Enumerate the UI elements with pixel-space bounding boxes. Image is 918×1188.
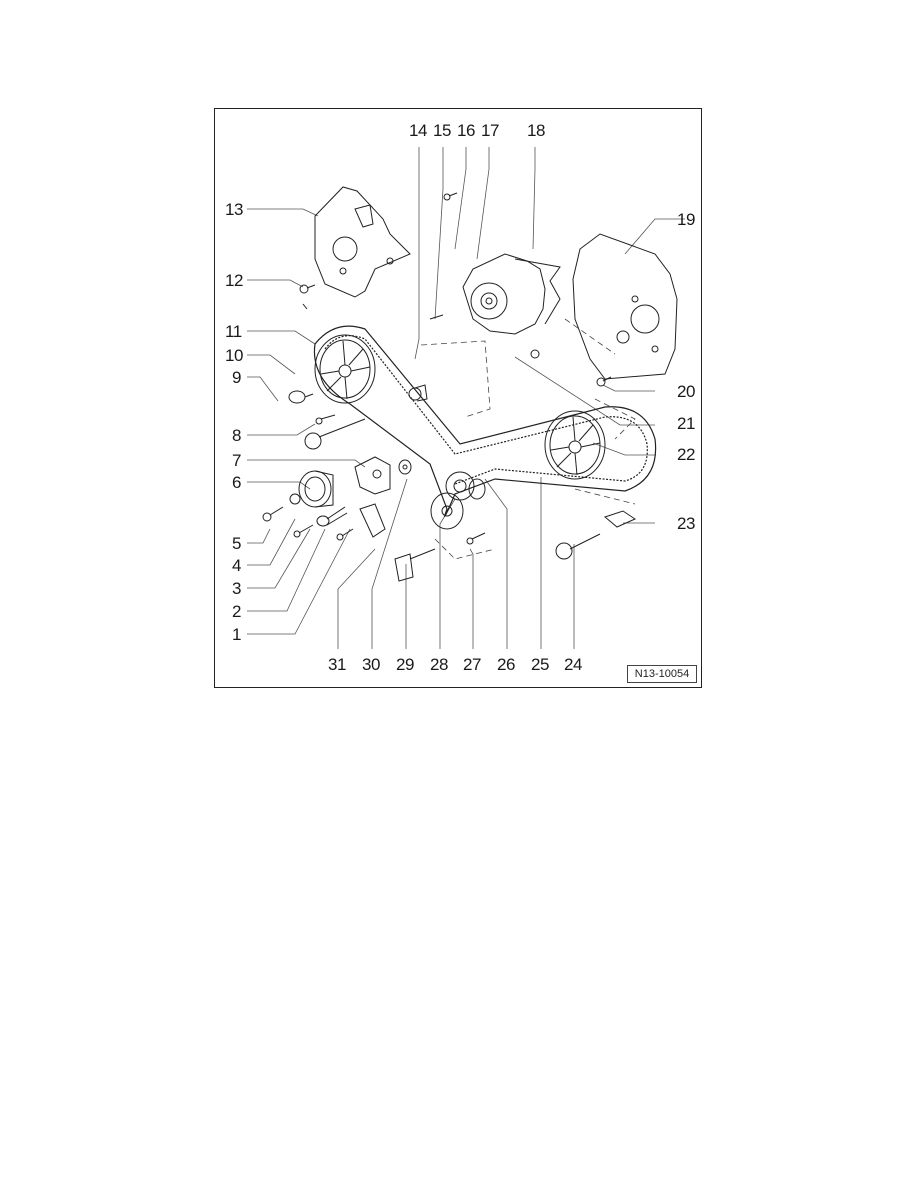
callout-16: 16 bbox=[457, 121, 475, 140]
callout-27: 27 bbox=[463, 655, 481, 674]
callout-17: 17 bbox=[481, 121, 499, 140]
callout-14: 14 bbox=[409, 121, 427, 140]
callout-15: 15 bbox=[433, 121, 451, 140]
washer-30 bbox=[398, 459, 412, 475]
callout-31: 31 bbox=[328, 655, 346, 674]
callout-1: 1 bbox=[232, 625, 241, 644]
callout-10: 10 bbox=[225, 346, 243, 365]
callout-3: 3 bbox=[232, 579, 241, 598]
tensioner-bracket bbox=[354, 456, 391, 495]
callout-4: 4 bbox=[232, 556, 241, 575]
callout-7: 7 bbox=[232, 451, 241, 470]
callout-25: 25 bbox=[531, 655, 549, 674]
camshaft-sprocket-left bbox=[314, 334, 376, 404]
callout-13: 13 bbox=[225, 200, 243, 219]
tensioner-pulley bbox=[445, 471, 486, 501]
water-pump bbox=[462, 253, 561, 335]
callout-11: 11 bbox=[225, 322, 242, 341]
crankshaft-sprocket bbox=[430, 492, 464, 530]
callout-22: 22 bbox=[677, 445, 695, 464]
callout-23: 23 bbox=[677, 514, 695, 533]
callout-26: 26 bbox=[497, 655, 515, 674]
callout-9: 9 bbox=[232, 368, 241, 387]
alignment-lines bbox=[420, 318, 636, 560]
callout-24: 24 bbox=[564, 655, 582, 674]
leader-lines bbox=[247, 147, 685, 649]
timing-belt-drawing bbox=[247, 147, 685, 649]
callout-28: 28 bbox=[430, 655, 448, 674]
callout-29: 29 bbox=[396, 655, 414, 674]
callout-30: 30 bbox=[362, 655, 380, 674]
timing-cover-right bbox=[572, 233, 678, 380]
camshaft-sprocket-right bbox=[544, 410, 606, 480]
bolt-12 bbox=[299, 284, 316, 294]
small-hardware bbox=[262, 192, 637, 582]
timing-cover-left bbox=[314, 186, 411, 298]
callout-8: 8 bbox=[232, 426, 241, 445]
figure-reference-id: N13-10054 bbox=[627, 665, 697, 683]
callout-21: 21 bbox=[677, 414, 695, 433]
callout-18: 18 bbox=[527, 121, 545, 140]
callout-6: 6 bbox=[232, 473, 241, 492]
idler-pulley-6 bbox=[298, 470, 334, 508]
callout-12: 12 bbox=[225, 271, 243, 290]
callout-5: 5 bbox=[232, 534, 241, 553]
callout-2: 2 bbox=[232, 602, 241, 621]
callout-20: 20 bbox=[677, 382, 695, 401]
callout-19: 19 bbox=[677, 210, 695, 229]
exploded-diagram-frame: 13 12 11 10 9 8 7 6 5 4 3 2 1 14 15 16 1… bbox=[214, 108, 702, 688]
